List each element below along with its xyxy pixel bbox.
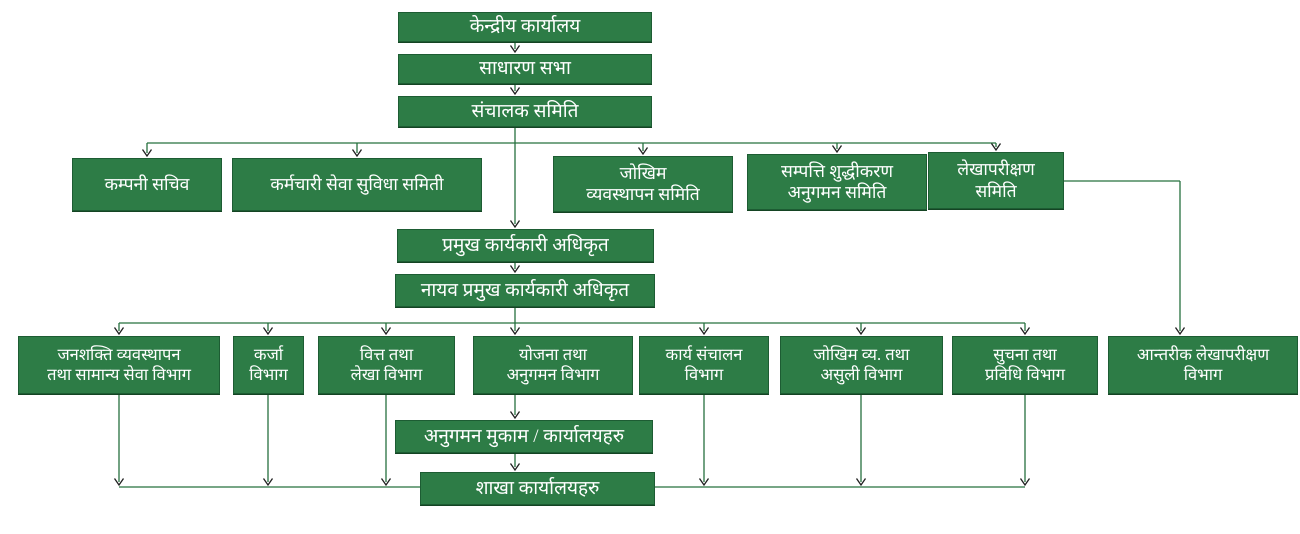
node-branch-offices: शाखा कार्यालयहरु (420, 472, 655, 505)
node-general-assembly: साधारण सभा (398, 54, 652, 84)
node-deputy-ceo: नायव प्रमुख कार्यकारी अधिकृत (395, 274, 655, 307)
node-risk-recovery-dept: जोखिम व्य. तथा असुली विभाग (780, 336, 943, 394)
node-risk-management-committee: जोखिम व्यवस्थापन समिति (553, 156, 733, 212)
node-finance-accounts-dept: वित्त तथा लेखा विभाग (318, 336, 455, 394)
node-planning-monitoring-dept: योजना तथा अनुगमन विभाग (473, 336, 633, 394)
node-it-dept: सुचना तथा प्रविधि विभाग (952, 336, 1098, 394)
node-ceo: प्रमुख कार्यकारी अधिकृत (397, 229, 654, 262)
node-audit-committee: लेखापरीक्षण समिति (928, 152, 1064, 209)
node-staff-service-committee: कर्मचारी सेवा सुविधा समिती (232, 158, 482, 211)
node-loan-dept: कर्जा विभाग (233, 336, 304, 394)
node-company-secretary: कम्पनी सचिव (72, 158, 222, 211)
node-internal-audit-dept: आन्तरीक लेखापरीक्षण विभाग (1108, 336, 1298, 394)
node-aml-monitoring-committee: सम्पत्ति शुद्धीकरण अनुगमन समिति (747, 154, 927, 210)
node-central-office: केन्द्रीय कार्यालय (398, 12, 652, 42)
node-operations-dept: कार्य संचालन विभाग (639, 336, 769, 394)
node-monitoring-offices: अनुगमन मुकाम / कार्यालयहरु (395, 420, 653, 453)
node-hr-general-service-dept: जनशक्ति व्यवस्थापन तथा सामान्य सेवा विभा… (18, 336, 220, 394)
node-board-of-directors: संचालक समिति (398, 96, 652, 127)
